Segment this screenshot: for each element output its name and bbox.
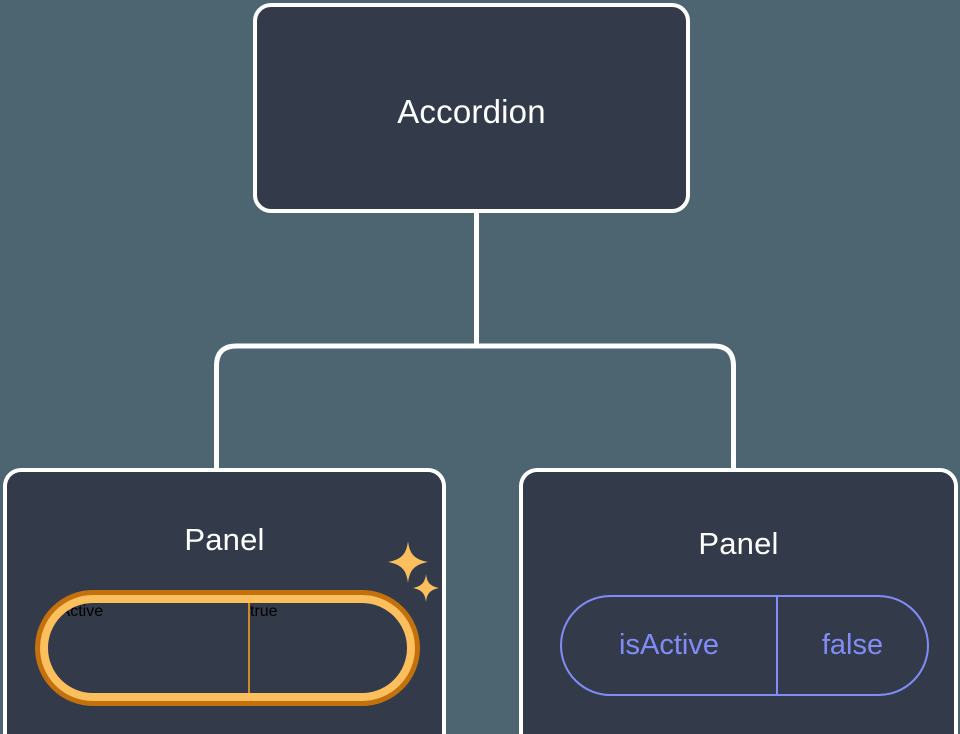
prop-pill-content: isActive true bbox=[48, 603, 407, 693]
node-accordion[interactable]: Accordion bbox=[253, 3, 690, 213]
node-panel-inactive[interactable]: Panel isActive false bbox=[519, 468, 958, 734]
prop-pill-is-active-false[interactable]: isActive false bbox=[560, 595, 929, 696]
connector-branch-bar bbox=[214, 343, 736, 470]
prop-key-label: isActive bbox=[48, 603, 104, 620]
prop-pill-ring-outer bbox=[35, 590, 420, 706]
prop-pill-is-active-true[interactable]: isActive true bbox=[35, 590, 420, 706]
node-panel-inactive-title: Panel bbox=[698, 526, 779, 561]
prop-value-label: false bbox=[776, 597, 927, 694]
prop-value-label: true bbox=[248, 603, 407, 693]
prop-key-label: isActive bbox=[619, 629, 719, 661]
node-accordion-title: Accordion bbox=[397, 93, 546, 130]
prop-pill-ring-inner bbox=[40, 595, 415, 701]
node-panel-active-title: Panel bbox=[184, 522, 265, 557]
node-panel-active[interactable]: Panel isActive true bbox=[3, 468, 446, 734]
